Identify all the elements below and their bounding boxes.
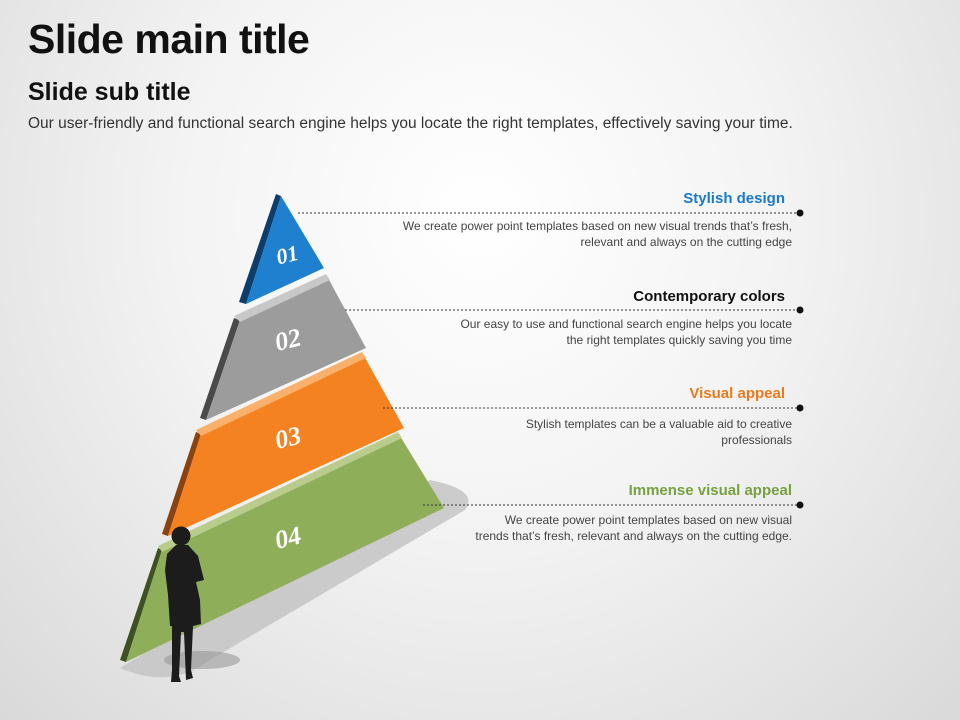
level-03-side — [162, 432, 201, 536]
level-02-block — [206, 278, 366, 420]
level-02-side — [200, 318, 240, 420]
item-text-visual-appeal: Stylish templates can be a valuable aid … — [525, 417, 792, 447]
level-04-top — [158, 432, 402, 552]
item-text-immense-visual-appeal: We create power point templates based on… — [475, 513, 792, 543]
slide-description: Our user-friendly and functional search … — [28, 115, 793, 132]
level-04-block — [126, 436, 444, 662]
slide-main-title: Slide main title — [28, 16, 310, 62]
item-title-contemporary-colors: Contemporary colors — [633, 288, 785, 305]
item-title-visual-appeal: Visual appeal — [689, 385, 785, 402]
item-title-stylish-design: Stylish design — [683, 190, 785, 207]
item-title-immense-visual-appeal: Immense visual appeal — [628, 482, 792, 499]
level-01-block — [246, 196, 324, 304]
person-silhouette — [164, 526, 240, 682]
level-04-side — [120, 548, 162, 662]
connector-dot-01 — [796, 209, 804, 217]
connector-dot-02 — [796, 306, 804, 314]
item-text-contemporary-colors: Our easy to use and functional search en… — [460, 317, 792, 347]
level-02-top — [234, 274, 330, 322]
item-text-stylish-design: We create power point templates based on… — [402, 219, 792, 249]
level-03-block — [168, 356, 404, 536]
slide-sub-title: Slide sub title — [28, 78, 191, 106]
connector-dot-03 — [796, 404, 804, 412]
connector-dot-04 — [796, 501, 804, 509]
level-03-top — [196, 352, 366, 436]
level-01-side — [239, 194, 281, 304]
